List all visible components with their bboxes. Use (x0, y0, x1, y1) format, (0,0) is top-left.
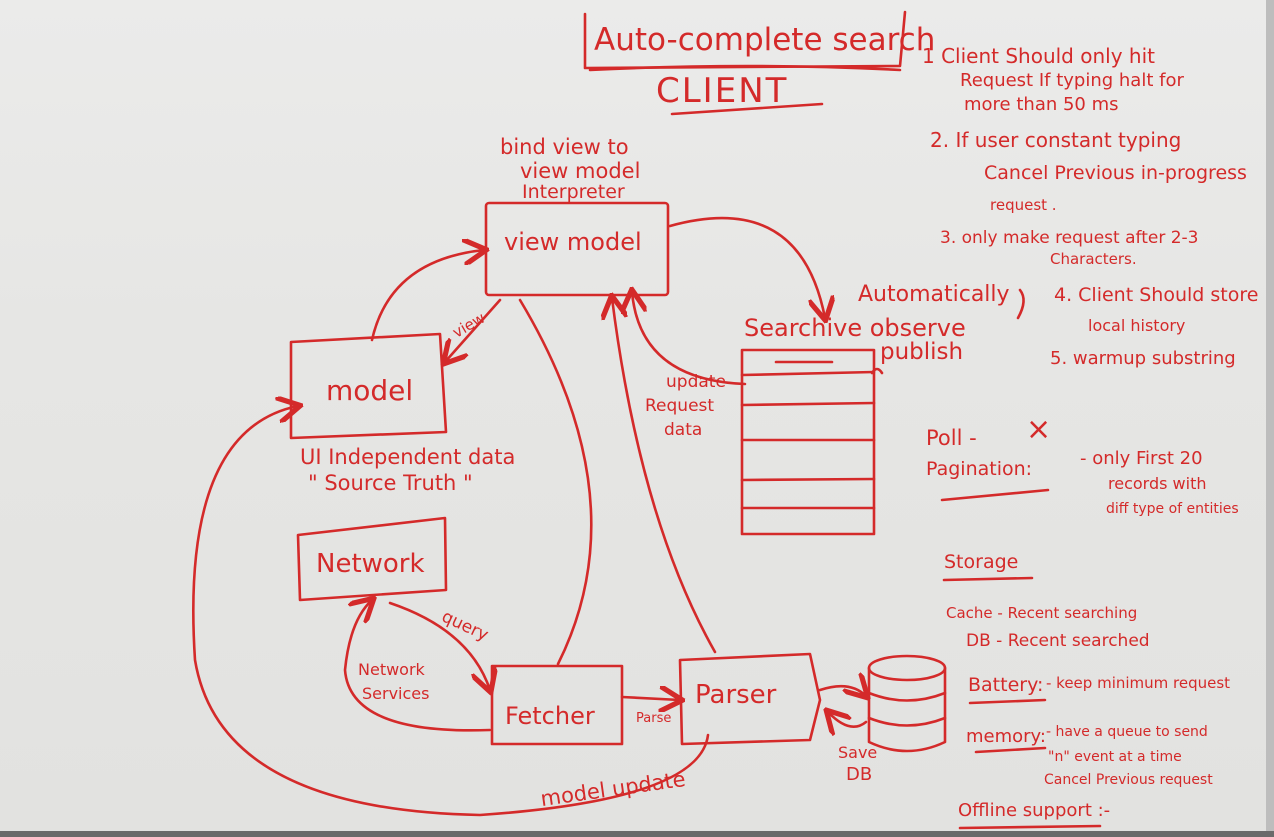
parse-label: Parse (636, 711, 672, 726)
offline-support-label: Offline support :- (958, 800, 1111, 821)
req-1-line-2: Request If typing halt for (960, 70, 1184, 91)
automatically-label: Automatically (858, 282, 1010, 307)
storage-heading: Storage (944, 551, 1019, 573)
observable-row-1 (740, 370, 876, 377)
client-heading: CLIENT (656, 71, 789, 111)
searchive-observe-label: Searchive observe (744, 314, 966, 342)
memory-text-line-1: - have a queue to send (1046, 724, 1208, 740)
request-label: Request (645, 396, 715, 416)
pagination-note-line-1: - only First 20 (1080, 448, 1203, 469)
publish-label: publish (880, 339, 964, 365)
model-note-line-1: UI Independent data (300, 445, 516, 469)
db-ring-2 (867, 716, 947, 727)
save-label: Save (838, 743, 878, 762)
fetcher-to-viewmodel-arrow (518, 298, 593, 666)
network-services-line-1: Network (358, 660, 425, 679)
update-label: update (666, 372, 726, 392)
poll-x-mark: × (1026, 412, 1052, 447)
network-box (296, 516, 448, 602)
network-to-fetcher-arrow (388, 601, 490, 690)
view-model-label: view model (504, 228, 642, 256)
viewmodel-to-observable-arrow (668, 216, 825, 318)
parser-to-db-arrow (818, 686, 866, 696)
network-label: Network (316, 549, 425, 579)
diagram-title: Auto-complete search (594, 22, 936, 58)
observable-to-viewmodel-arrow (632, 292, 747, 386)
battery-underline (968, 698, 1047, 705)
automatically-brace (1016, 288, 1025, 320)
db-body (867, 666, 947, 753)
req-2-line-1: 2. If user constant typing (930, 128, 1182, 152)
publish-pointer (870, 367, 884, 375)
db-ring-1 (867, 691, 947, 702)
viewmodel-to-model-arrow (445, 298, 502, 362)
storage-db-line: DB - Recent searched (966, 631, 1150, 651)
pagination-note-line-3: diff type of entities (1106, 501, 1239, 517)
poll-label: Poll - (926, 426, 977, 450)
parser-to-viewmodel-arrow (612, 298, 717, 654)
battery-text: - keep minimum request (1046, 674, 1231, 692)
client-underline (670, 102, 824, 116)
db-label: DB (846, 764, 873, 785)
req-4-line-2: local history (1088, 316, 1186, 335)
observable-table (740, 348, 876, 536)
bind-note-line-3: Interpreter (522, 181, 625, 203)
model-to-viewmodel-arrow (370, 250, 484, 342)
fetcher-to-parser-arrow (620, 697, 680, 700)
network-services-line-2: Services (362, 684, 430, 703)
storage-cache-line: Cache - Recent searching (946, 604, 1138, 622)
pagination-label: Pagination: (926, 458, 1033, 480)
req-3-line-1: 3. only make request after 2-3 (940, 228, 1199, 248)
battery-label: Battery: (968, 674, 1044, 696)
offline-underline (958, 824, 1102, 830)
req-1-line-1: 1 Client Should only hit (922, 44, 1155, 68)
parser-box (678, 652, 822, 746)
observable-row-2 (740, 401, 876, 407)
req-1-line-3: more than 50 ms (964, 94, 1119, 115)
model-update-arrow (192, 406, 710, 817)
model-label: model (326, 374, 414, 407)
req-5-line-1: 5. warmup substring (1050, 348, 1236, 369)
data-label: data (664, 420, 703, 440)
pagination-underline (940, 488, 1050, 502)
db-top (867, 654, 947, 682)
req-3-line-2: Characters. (1050, 250, 1137, 268)
fetcher-label: Fetcher (505, 702, 595, 730)
fetcher-box (490, 664, 624, 746)
db-to-parser-arrow (828, 712, 868, 727)
req-4-line-1: 4. Client Should store (1054, 284, 1259, 306)
title-underline (588, 64, 902, 72)
memory-text-line-2: "n" event at a time (1048, 749, 1182, 765)
memory-underline (974, 746, 1047, 754)
req-2-line-2: Cancel Previous in-progress (984, 162, 1247, 184)
bind-note-line-1: bind view to (500, 135, 629, 159)
pagination-note-line-2: records with (1108, 474, 1207, 493)
bind-note-line-2: view model (520, 159, 641, 183)
model-note-line-2: " Source Truth " (308, 471, 473, 495)
fetcher-loop-to-network-arrow (343, 600, 492, 732)
parser-label: Parser (695, 680, 777, 710)
memory-label: memory: (966, 726, 1046, 747)
whiteboard-frame-right (1266, 0, 1274, 837)
req-2-line-3: request . (990, 196, 1057, 214)
observable-row-4 (740, 477, 876, 482)
storage-underline (942, 576, 1034, 582)
whiteboard-frame-bottom (0, 831, 1274, 837)
memory-text-line-3: Cancel Previous request (1044, 772, 1213, 788)
